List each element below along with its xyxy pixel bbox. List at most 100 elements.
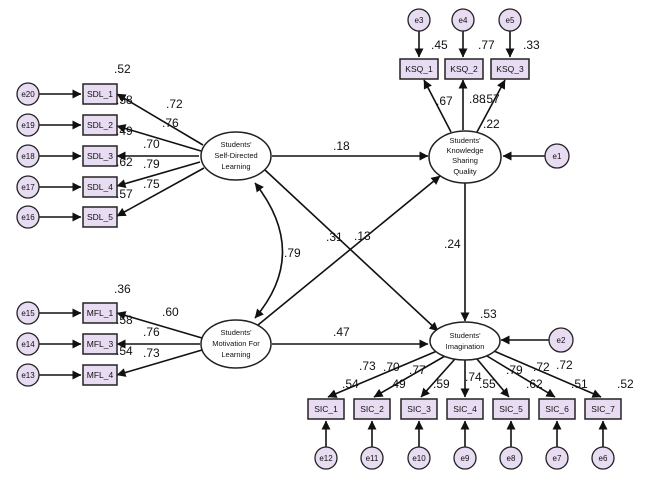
indicator-box xyxy=(82,364,118,386)
indicator-label: SIC_1 xyxy=(314,404,338,414)
r-squared: .62 xyxy=(116,155,133,169)
error-node xyxy=(407,8,431,32)
r-squared: .55 xyxy=(479,377,496,391)
indicator-box xyxy=(400,398,438,420)
indicator-box xyxy=(82,333,118,355)
loading: .76 xyxy=(143,325,160,339)
loading: .74 xyxy=(465,370,482,384)
r-squared: .22 xyxy=(483,117,500,131)
error-node xyxy=(360,446,384,470)
error-node xyxy=(544,143,570,169)
r-squared: .62 xyxy=(526,377,543,391)
r-squared: .33 xyxy=(523,38,540,52)
error-node xyxy=(16,205,40,229)
arrow-imag-sic3 xyxy=(420,358,456,398)
error-label: e20 xyxy=(21,90,35,99)
ksq-r2-group: .45 .77 .33 xyxy=(431,38,540,52)
sdl-indicator-group: SDL_1 SDL_2 SDL_3 SDL_4 SDL_5 xyxy=(82,83,118,228)
path-coefficient: .18 xyxy=(333,139,350,153)
error-label: e2 xyxy=(557,336,566,345)
error-label: e19 xyxy=(21,121,35,130)
error-label: e13 xyxy=(21,371,35,380)
path-coefficient: .31 xyxy=(326,230,343,244)
sic-indicator-group: SIC_1 SIC_2 SIC_3 SIC_4 SIC_5 SIC_6 SIC_… xyxy=(307,398,622,420)
loading: .72 xyxy=(556,358,573,372)
cov-sdl-mfl xyxy=(254,182,284,319)
r-squared: .57 xyxy=(116,187,133,201)
error-label: e10 xyxy=(412,454,426,463)
indicator-box xyxy=(492,398,530,420)
error-node xyxy=(314,446,338,470)
indicator-label: KSQ_1 xyxy=(405,64,433,74)
indicator-label: SIC_4 xyxy=(453,404,477,414)
sdl-loading-group: .72 .76 .70 .79 .75 xyxy=(143,97,183,191)
error-node xyxy=(407,446,431,470)
loading: .70 xyxy=(383,360,400,374)
arrow-imag-sic7 xyxy=(493,350,602,398)
mfl-r2-group: .36 .58 .54 xyxy=(114,282,133,358)
latent-label-line: Self-Directed xyxy=(214,151,257,160)
latent-ellipse xyxy=(429,321,501,361)
r-squared: .58 xyxy=(116,313,133,327)
sdl-r2-group: .52 .58 .49 .62 .57 xyxy=(114,62,133,201)
latent-ellipse xyxy=(200,131,272,181)
indicator-label: SDL_2 xyxy=(87,120,113,130)
error-node xyxy=(453,446,477,470)
error-label: e6 xyxy=(599,454,608,463)
latent-label-line: Learning xyxy=(221,162,250,171)
error-node xyxy=(16,332,40,356)
error-label: e14 xyxy=(21,340,35,349)
indicator-label: MFL_3 xyxy=(87,339,114,349)
indicator-box xyxy=(307,398,345,420)
arrow-imag-sic5 xyxy=(476,358,510,398)
mfl-loading-group: .60 .76 .73 xyxy=(143,305,179,360)
r-squared: .58 xyxy=(116,93,133,107)
indicator-label: MFL_4 xyxy=(87,370,114,380)
r-squared: .52 xyxy=(617,377,634,391)
error-node xyxy=(545,446,569,470)
indicator-label: SIC_3 xyxy=(407,404,431,414)
indicator-box xyxy=(82,145,118,167)
latent-ellipse xyxy=(428,130,502,184)
loading: .77 xyxy=(409,363,426,377)
r-squared: .49 xyxy=(389,377,406,391)
path-coefficient: .13 xyxy=(354,229,371,243)
latent-knowledge-sharing-quality: Students' Knowledge Sharing Quality xyxy=(428,130,502,184)
indicator-label: SIC_7 xyxy=(591,404,615,414)
arrow-mfl-mfl1 xyxy=(116,311,203,339)
ksq-error-group: e3 e4 e5 xyxy=(407,8,522,32)
covariance-coefficient: .79 xyxy=(284,246,301,260)
indicator-box xyxy=(490,58,530,80)
r-squared: .54 xyxy=(342,377,359,391)
error-label: e12 xyxy=(319,454,333,463)
mfl-error-group: e15 e14 e13 xyxy=(16,301,40,387)
loading: .72 xyxy=(166,97,183,111)
path-mfl-ksq xyxy=(257,175,441,326)
latent-ellipse xyxy=(200,319,272,369)
error-node xyxy=(16,301,40,325)
r-squared: .77 xyxy=(478,38,495,52)
error-label: e5 xyxy=(506,16,515,25)
arrow-imag-sic2 xyxy=(373,355,446,398)
indicator-box xyxy=(538,398,576,420)
indicator-box xyxy=(82,206,118,228)
error-label: e18 xyxy=(21,152,35,161)
error-label: e17 xyxy=(21,183,35,192)
ksq-residual: e1 xyxy=(544,143,570,169)
loading: .76 xyxy=(162,116,179,130)
indicator-label: KSQ_3 xyxy=(496,64,524,74)
indicator-label: SIC_2 xyxy=(360,404,384,414)
arrow-sdl-sdl5 xyxy=(116,167,205,217)
r-squared: .53 xyxy=(480,307,497,321)
error-node xyxy=(16,175,40,199)
loading: .70 xyxy=(143,137,160,151)
error-node xyxy=(16,82,40,106)
latent-self-directed-learning: Students' Self-Directed Learning xyxy=(200,131,272,181)
error-node xyxy=(499,446,523,470)
indicator-label: SDL_3 xyxy=(87,151,113,161)
loading: .67 xyxy=(436,94,453,108)
error-label: e15 xyxy=(21,309,35,318)
error-node xyxy=(16,113,40,137)
indicator-label: SDL_5 xyxy=(87,212,113,222)
